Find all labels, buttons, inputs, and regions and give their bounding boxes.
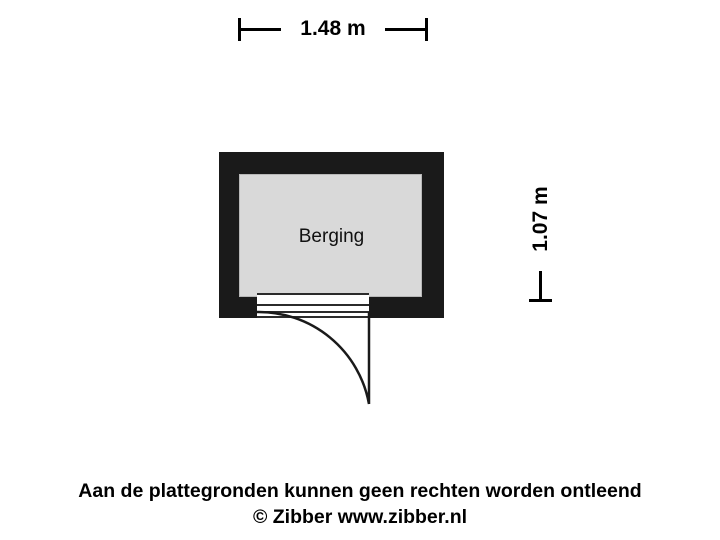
width-dimension-label: 1.48 m [281,12,385,46]
room-floor: Berging [239,174,422,297]
footer-disclaimer: Aan de plattegronden kunnen geen rechten… [78,480,642,502]
width-dimension: 1.48 m [238,12,428,46]
room-plan: Berging [219,152,444,405]
footer-credit: © Zibber www.zibber.nl [252,506,468,528]
width-dimension-cap-left [238,18,241,41]
height-dimension-label: 1.07 m [524,167,558,271]
footer: Aan de plattegronden kunnen geen rechten… [0,478,720,530]
room-name-label: Berging [298,225,365,247]
width-dimension-cap-right [425,18,428,41]
height-dimension: 1.07 m [524,167,558,302]
door-swing-arc [256,310,371,405]
height-dimension-cap-bottom [529,299,552,302]
